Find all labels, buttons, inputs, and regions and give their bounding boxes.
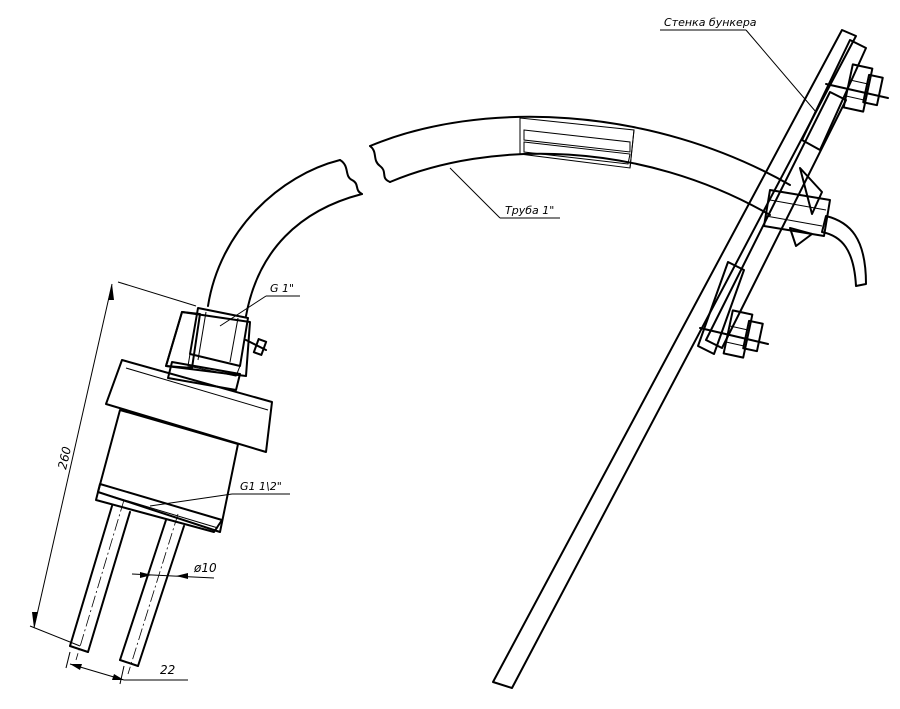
callout-pipe: Труба 1"	[505, 204, 554, 217]
callout-thread-body: G1 1\2"	[240, 480, 282, 493]
top-bolt	[825, 63, 889, 113]
callout-thread-top-leader	[219, 295, 300, 327]
dimension-rod-spacing-label: 22	[160, 663, 175, 677]
clamp-plate-bottom	[697, 261, 745, 355]
callout-bunker-wall-leader	[660, 29, 817, 113]
dimension-rod-diameter	[131, 572, 215, 579]
callout-thread-body-leader	[149, 493, 290, 507]
flange-plate	[705, 91, 847, 349]
callout-pipe-leader	[449, 167, 560, 219]
dimension-rod-diameter-label: ø10	[193, 561, 217, 575]
clamp-plate-top	[801, 39, 867, 151]
pipe-fitting	[165, 307, 268, 377]
pipe	[207, 115, 791, 317]
bottom-bolt	[699, 309, 769, 359]
dimension-length	[29, 281, 197, 647]
dimension-rod-spacing	[65, 651, 188, 685]
sensor-body	[95, 359, 273, 533]
callout-bunker-wall: Стенка бункера	[664, 16, 757, 29]
cable-gland	[763, 167, 831, 247]
callout-thread-top: G 1"	[270, 282, 294, 295]
dimension-length-label: 260	[55, 445, 74, 471]
bunker-wall	[492, 29, 857, 689]
sensor-rods	[69, 499, 185, 675]
cable	[821, 215, 867, 287]
